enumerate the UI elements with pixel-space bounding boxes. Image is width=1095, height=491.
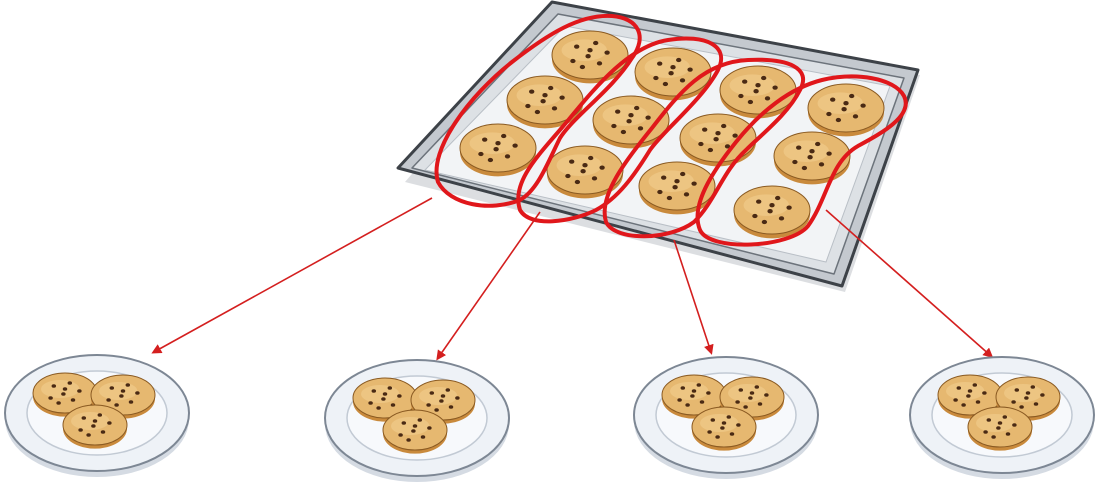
plate-cookie	[63, 405, 127, 449]
plate	[910, 357, 1094, 479]
plate-cookie	[968, 407, 1032, 451]
tray-cookie	[635, 48, 711, 100]
tray-cookie	[460, 124, 536, 176]
arrow-to-plate-2	[438, 212, 540, 358]
plate	[325, 360, 509, 482]
tray-cookie	[507, 76, 583, 128]
tray-cookie	[680, 114, 756, 166]
plate	[5, 355, 189, 477]
tray-cookie	[734, 186, 810, 238]
arrow-to-plate-4	[826, 210, 991, 356]
plate-cookie	[383, 410, 447, 454]
plate	[634, 357, 818, 479]
arrow-to-plate-1	[154, 198, 432, 352]
tray-cookie	[808, 84, 884, 136]
plates	[5, 355, 1094, 482]
plate-cookie	[692, 407, 756, 451]
tray-cookie	[774, 132, 850, 184]
